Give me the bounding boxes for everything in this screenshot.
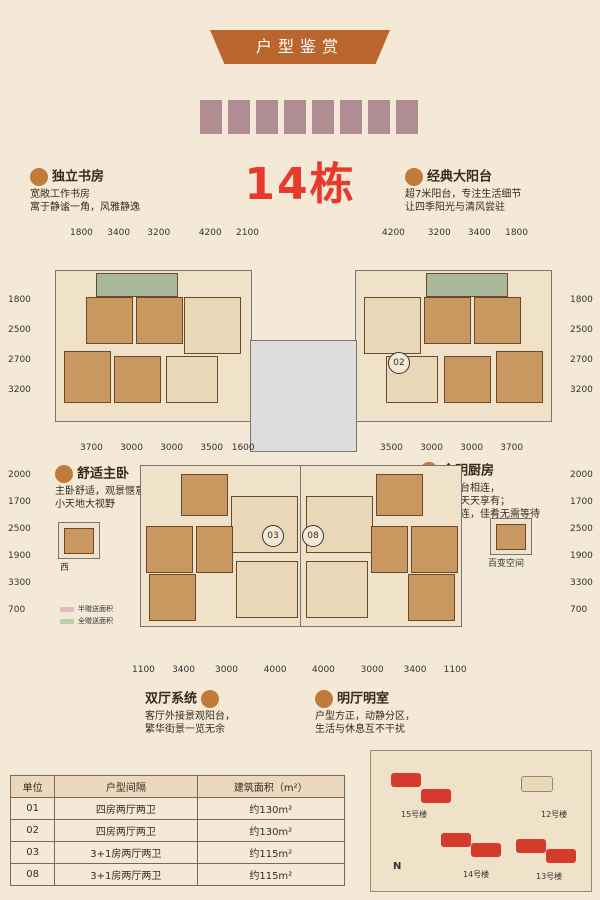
dim-mid-right: 3500 3000 3000 3700	[380, 443, 524, 453]
core-stairs-elevators	[250, 340, 357, 452]
unit-label-02: 02	[388, 352, 410, 374]
building-marker	[546, 849, 576, 863]
floorplan-unit-08	[300, 465, 462, 627]
building-marker	[391, 773, 421, 787]
table-header: 户型间隔	[54, 775, 198, 798]
thumb-label-right: 百变空间	[488, 559, 525, 569]
building-title: 14栋	[244, 159, 356, 210]
unit-label-03: 03	[262, 525, 284, 547]
site-map: 15号楼 12号楼 14号楼 13号楼 N	[370, 750, 592, 892]
sun-icon	[315, 690, 333, 708]
callout-bright-rooms: 明厅明室 户型方正，动静分区，生活与休息互不干扰	[315, 690, 415, 735]
map-label: 13号楼	[536, 872, 563, 881]
dim-bottom-left: 1100 3400 3000 4000	[132, 665, 287, 675]
dim-bottom-right: 4000 3000 3400 1100	[312, 665, 467, 675]
thumb-plan-left	[58, 522, 100, 559]
callout-master-bedroom: 舒适主卧 主卧舒适，观景惬意小天地大视野	[55, 465, 145, 510]
building-marker	[441, 833, 471, 847]
floorplan-unit-03	[140, 465, 302, 627]
balcony-icon	[405, 168, 423, 186]
map-label: 12号楼	[541, 810, 568, 819]
bed-icon	[55, 465, 73, 483]
thumb-label-left: 西	[60, 563, 70, 573]
dim-top-left: 1800 3400 3200 4200 2100	[70, 228, 259, 238]
map-label: 14号楼	[463, 870, 490, 879]
building-marker	[471, 843, 501, 857]
floorplan-unit-01	[55, 270, 252, 422]
dim-mid-left: 3700 3000 3000 3500 1600	[80, 443, 255, 453]
callout-study: 独立书房 宽敞工作书房寓于静谧一角，风雅静逸	[30, 168, 140, 213]
section-banner: 户型鉴赏	[210, 30, 390, 64]
legend-full: 全赠送面积	[60, 616, 113, 626]
map-label: 15号楼	[401, 810, 428, 819]
study-icon	[30, 168, 48, 186]
floorplan-unit-02	[355, 270, 552, 422]
legend-half: 半赠送面积	[60, 604, 113, 614]
building-marker	[516, 839, 546, 853]
building-marker	[521, 776, 553, 792]
sofa-icon	[201, 690, 220, 708]
thumb-plan-right	[490, 518, 532, 555]
table-header-row: 单位 户型间隔 建筑面积（m²）	[9, 775, 346, 798]
callout-balcony: 经典大阳台 超7米阳台，专注生活细节让四季阳光与清风尝驻	[405, 168, 522, 213]
pixelated-logo	[200, 100, 418, 134]
unit-label-08: 08	[302, 525, 324, 547]
callout-living: 双厅系统 客厅外接景观阳台，繁华街景一览无余	[145, 690, 235, 735]
table-header: 单位	[9, 775, 56, 798]
building-marker	[421, 789, 451, 803]
dim-top-right: 4200 3200 3400 1800	[382, 228, 528, 238]
north-arrow-icon: N	[393, 861, 402, 872]
table-header: 建筑面积（m²）	[196, 775, 346, 798]
